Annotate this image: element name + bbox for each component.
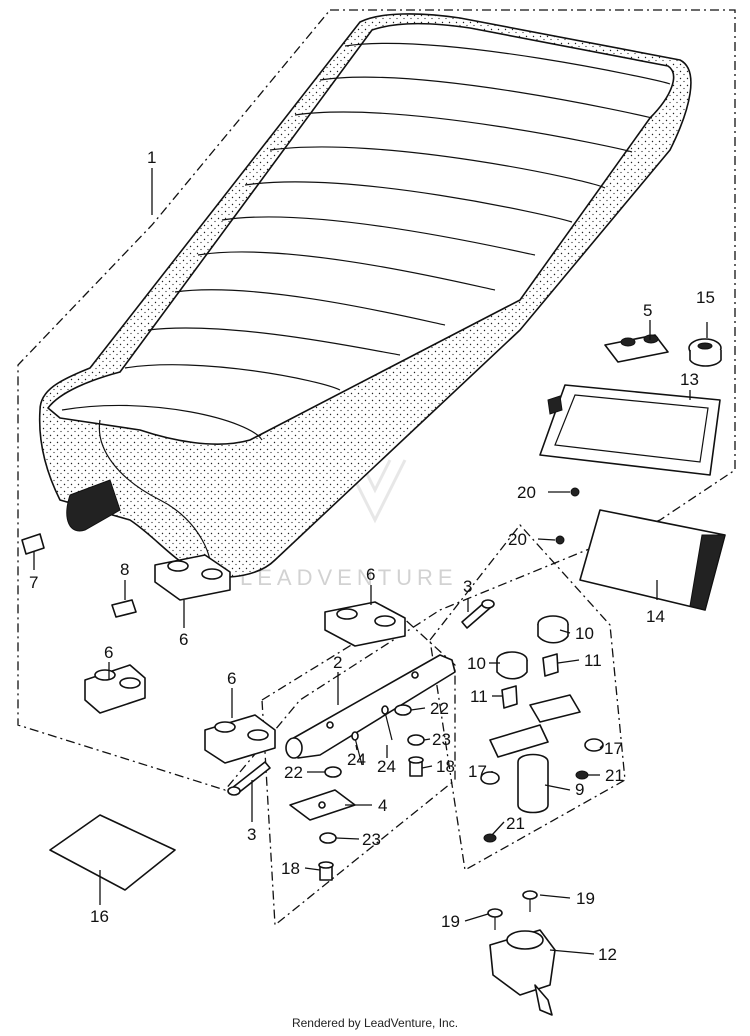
callout-1: 1 [147, 148, 156, 167]
callout-18: 18 [436, 757, 455, 776]
leader-lines [33, 168, 708, 955]
callout-6: 6 [104, 643, 113, 662]
part-3-pins [227, 599, 495, 796]
callout-23: 23 [362, 830, 381, 849]
callout-7: 7 [29, 573, 38, 592]
part-20-screws [555, 487, 580, 545]
washers-22-23 [319, 704, 425, 844]
callout-21: 21 [605, 766, 624, 785]
callout-22: 22 [284, 763, 303, 782]
callout-15: 15 [696, 288, 715, 307]
callout-6: 6 [366, 565, 375, 584]
part-8-clip [111, 599, 137, 618]
footer-credit: Rendered by LeadVenture, Inc. [291, 1016, 459, 1030]
callout-10: 10 [467, 654, 486, 673]
part-16-sheet [49, 814, 176, 891]
part-15-grommet [688, 338, 722, 367]
seat-drawing [38, 13, 692, 578]
callout-22: 22 [430, 699, 449, 718]
callout-6: 6 [227, 669, 236, 688]
lock-assembly-frame [429, 523, 626, 872]
callout-4: 4 [378, 796, 387, 815]
part-6-cushions [84, 554, 406, 764]
bolts-18 [318, 756, 424, 881]
part-12-lock [489, 929, 556, 1016]
part-13-tray [539, 384, 721, 476]
callout-24: 24 [347, 750, 366, 769]
callout-11: 11 [470, 687, 488, 706]
callout-3: 3 [247, 825, 256, 844]
callout-24: 24 [377, 757, 396, 776]
callout-23: 23 [432, 730, 451, 749]
callout-18: 18 [281, 859, 300, 878]
callout-labels: 1 2 3 3 4 5 6 6 6 6 7 8 9 10 10 11 11 12… [29, 148, 715, 964]
callout-2: 2 [333, 653, 342, 672]
callout-9: 9 [575, 780, 584, 799]
callout-21: 21 [506, 814, 525, 833]
part-24-pins [351, 705, 393, 766]
part-14-plate [579, 509, 726, 611]
part-7-clip [21, 533, 45, 555]
part-5-damper [604, 334, 669, 363]
callout-8: 8 [120, 560, 129, 579]
callout-20: 20 [508, 530, 527, 549]
callout-11: 11 [584, 651, 602, 670]
part-2-bracket [285, 654, 456, 759]
callout-19: 19 [576, 889, 595, 908]
callout-14: 14 [646, 607, 665, 626]
callout-20: 20 [517, 483, 536, 502]
screws-19 [487, 890, 538, 930]
callout-12: 12 [598, 945, 617, 964]
watermark-text: LEADVENTURE [240, 565, 458, 590]
callout-10: 10 [575, 624, 594, 643]
seat-assembly-frame [17, 9, 736, 791]
callout-13: 13 [680, 370, 699, 389]
callout-17: 17 [468, 762, 487, 781]
callout-19: 19 [441, 912, 460, 931]
callout-6: 6 [179, 630, 188, 649]
callout-16: 16 [90, 907, 109, 926]
lock-parts [480, 615, 604, 843]
callout-3: 3 [463, 577, 472, 596]
callout-5: 5 [643, 301, 652, 320]
callout-17: 17 [604, 739, 623, 758]
